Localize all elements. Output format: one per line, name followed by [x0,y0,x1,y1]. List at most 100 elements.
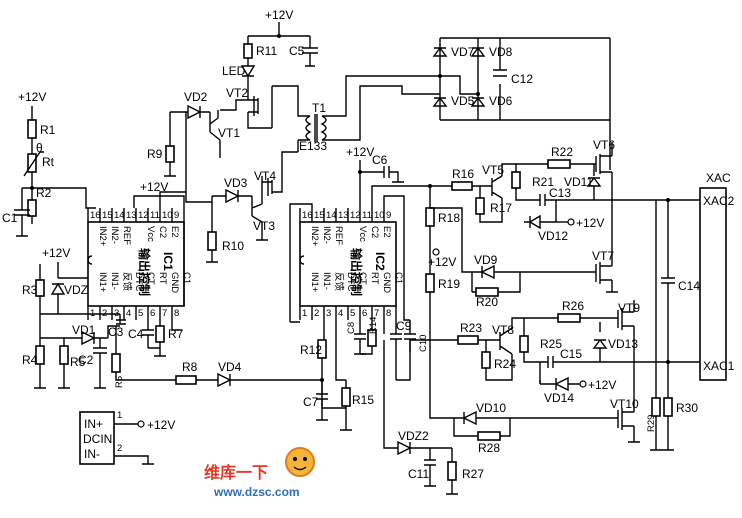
vd4-label: VD4 [218,360,242,374]
r15-label: R15 [352,393,374,407]
ic2-label: IC2 [373,252,387,271]
ic1-pin-15: 15 [102,210,113,221]
r16-resistor [451,181,473,191]
ic2-pin-13: 13 [338,210,349,221]
r30-resistor [663,397,673,417]
c11-capacitor [424,448,436,487]
ic2-pin-8: 8 [386,308,391,319]
vdz1-zener [50,282,66,295]
vd14-12v-label: +12V [588,378,616,392]
vt1-stage: VD2 VT1 R9 [147,90,248,177]
top-supply: +12V R11 LED C5 [222,8,318,92]
ic1-name-in2m: IN2- [109,226,120,244]
c6-label: C6 [372,153,388,167]
r8-vd4-path: R8 VD4 [130,360,324,388]
top-12v-label: +12V [265,8,293,22]
vd5-diode [432,96,448,107]
vt1-label: VT1 [218,126,240,140]
r18-r19-divider: R18 +12V R19 [425,186,472,419]
r24-resistor [481,351,491,369]
ic1-name-rt: RT [157,272,168,285]
ic2-block-label: 输出控制 [349,248,364,296]
ic1-pin-9: 9 [174,210,179,221]
r21-resistor [511,171,521,189]
r21-label: R21 [532,175,554,189]
ic2-pin-5: 5 [350,308,355,319]
xac2-label: XAC2 [703,194,735,208]
ic1-top-pin-numbers: 16 15 14 13 12 11 10 9 [90,210,179,221]
vdz2-zener [383,340,452,456]
ic2-bottom-pin-numbers: 1 2 3 4 5 6 7 8 [302,308,391,319]
ic2-pin-12: 12 [350,210,361,221]
vd1-label: VD1 [72,323,96,337]
vd3-diode [212,188,252,204]
ic2-name-rt: RT [369,272,380,285]
ic1-block-label: 输出控制 [137,248,152,296]
vd9-label: VD9 [474,253,498,267]
vt3-label: VT3 [253,219,275,233]
c13-capacitor [515,188,556,206]
c12-capacitor [493,38,507,120]
ic1-bottom-pin-names: IN1+ IN1- 反馈 DTC CT RT GND C1 [97,272,192,293]
ic1-name-in1p: IN1+ [97,272,108,293]
ic1-name-fb: 反馈 [121,272,133,292]
ic2-pin-7: 7 [374,308,379,319]
c10-capacitor [404,320,416,352]
ic2-pin-16: 16 [302,210,313,221]
c2-capacitor [93,338,107,389]
t1-label: T1 [312,101,326,115]
ic2-name-ct: CT [357,272,368,285]
ic2-pin-4: 4 [338,308,343,319]
c1-label: C1 [2,211,18,225]
r10-resistor [207,231,217,251]
c6-capacitor [360,166,404,183]
r23-label: R23 [460,321,482,335]
ic2-pin-10: 10 [374,210,385,221]
t1-transformer: T1 E133 [272,75,440,153]
ic2-bottom-pin-names: IN1+ IN1- 反馈 DTC CT RT GND C1 [309,272,404,293]
r22-resistor [547,159,571,169]
vd12-diode [524,200,557,230]
ic2-pin-11: 11 [362,210,372,221]
r27-label: R27 [462,467,484,481]
ic2-name-fb: 反馈 [333,272,345,292]
r24-label: R24 [494,357,516,371]
r30-label: R30 [676,401,698,415]
dcin-pin2-label: 2 [117,443,122,454]
left-input-network: +12V R1 θ Rt R2 C1 +12V VDZ1 R3 R4 VD1 R… [2,90,130,389]
ic2-name-in2m: IN2- [321,226,332,244]
ic2-name-in1m: IN1- [321,272,332,290]
ic1-pin-6: 6 [150,308,155,319]
vd6-diode [470,96,486,107]
watermark-url: www.dzsc.com [213,485,300,499]
ic2-name-dtc: DTC [345,272,356,292]
vt7-stage: VD9 R20 VT7 [471,200,618,309]
led-label: LED [222,64,246,78]
ic2-pin-14: 14 [326,210,337,221]
mid-12v-label: +12V [42,246,70,260]
vd2-diode [170,104,210,120]
vd14-label: VD14 [544,391,574,405]
c4-capacitor [142,320,154,348]
dcin-12v-label: +12V [147,418,175,432]
ic2-name-in1p: IN1+ [309,272,320,293]
ic1-pin-11: 11 [150,210,160,221]
ic2-top-pin-numbers: 16 15 14 13 12 11 10 9 [302,210,391,221]
r20-label: R20 [476,295,498,309]
r26-label: R26 [562,299,584,313]
ic1-pin-7: 7 [162,308,167,319]
vt2-transistor: VT2 [226,86,273,129]
r2-resistor [27,199,37,217]
r5-resistor [59,345,69,365]
ic2-pin-9: 9 [386,210,391,221]
r16-label: R16 [452,167,474,181]
ic1-pin-16: 16 [90,210,101,221]
c9-label: C9 [396,319,412,333]
c7-label: C7 [303,395,319,409]
ic1-name-ref: REF [121,226,132,245]
r14-label: R14 [368,317,379,334]
vd10-label: VD10 [476,401,506,415]
mascot-icon [285,447,315,477]
vd11-label: VD11 [564,175,593,189]
ic1-pin-3: 3 [114,308,119,319]
